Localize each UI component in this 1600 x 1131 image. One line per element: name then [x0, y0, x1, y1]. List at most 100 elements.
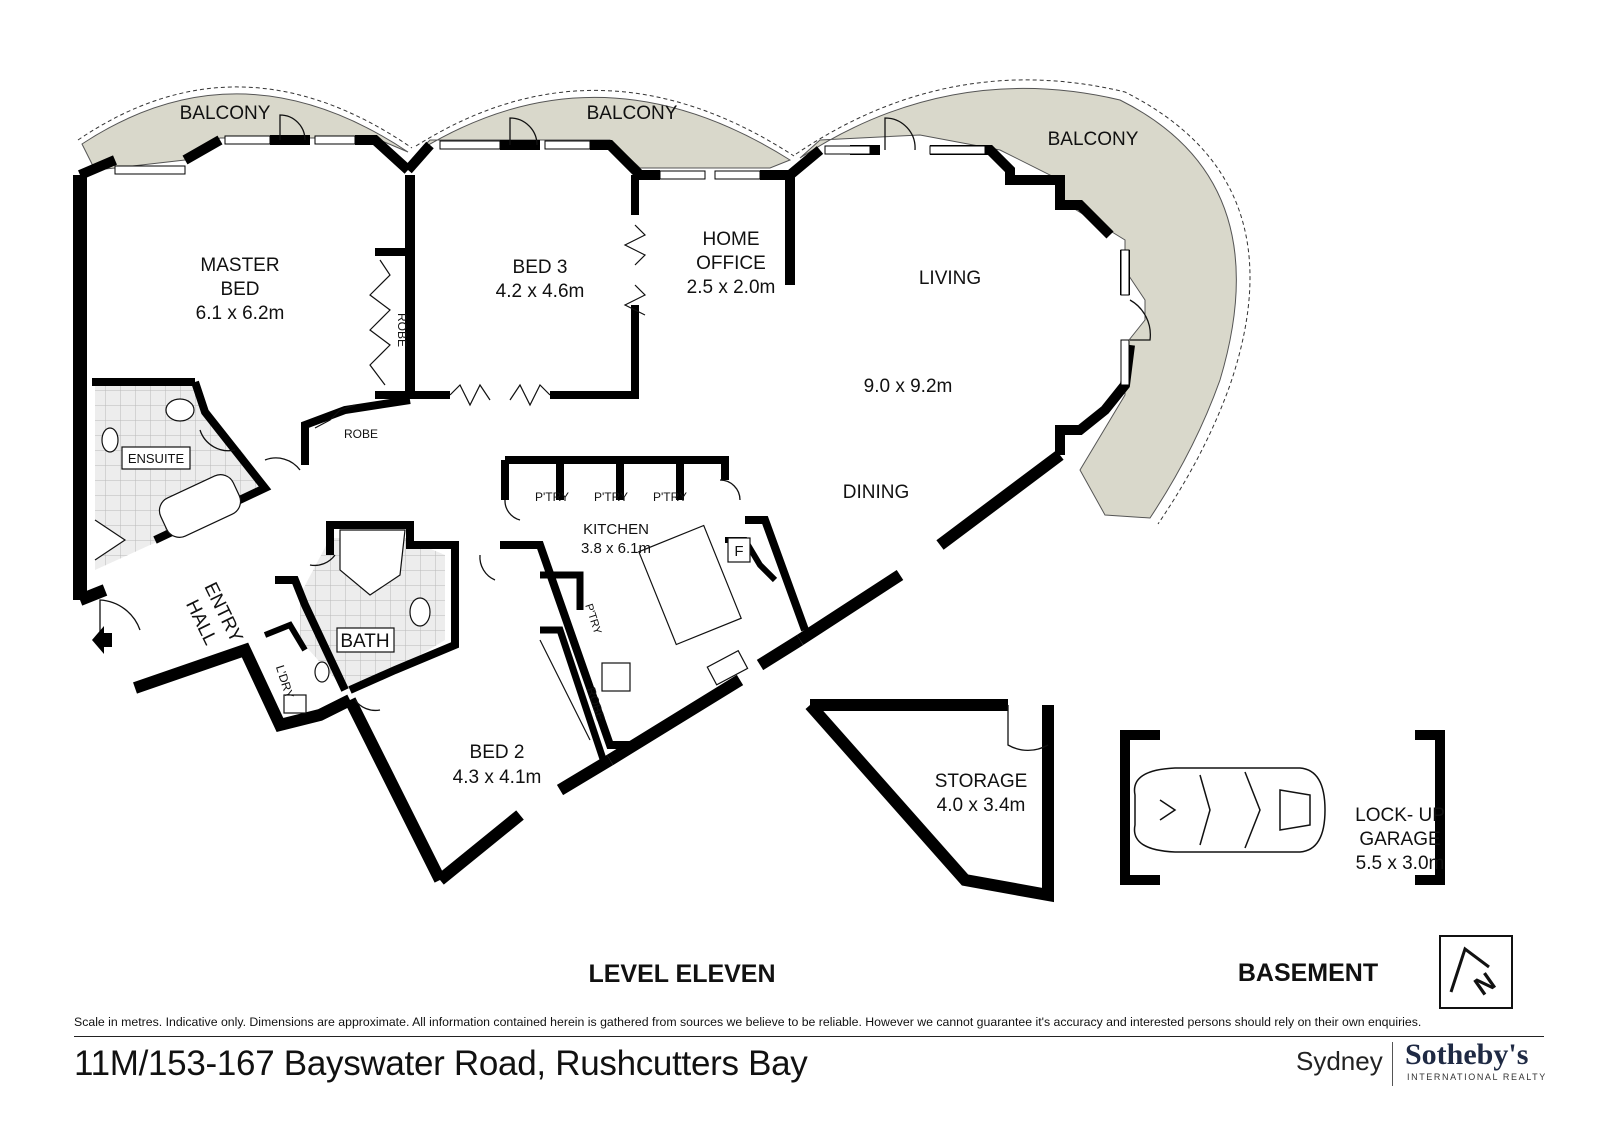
label-garage-2: GARAGE — [1359, 829, 1440, 850]
door-pantry-a — [504, 499, 521, 521]
door-living-balcony — [1129, 299, 1151, 341]
windows — [114, 135, 1130, 386]
label-office-2: OFFICE — [696, 253, 766, 274]
label-office-size: 2.5 x 2.0m — [687, 277, 776, 298]
door-entry — [99, 599, 141, 640]
door-bed2 — [354, 699, 381, 712]
garage-car — [1133, 767, 1326, 853]
property-address: 11M/153-167 Bayswater Road, Rushcutters … — [74, 1044, 808, 1083]
wall-storage — [805, 699, 1054, 903]
label-garage-size: 5.5 x 3.0m — [1356, 853, 1445, 874]
label-master-2: BED — [220, 279, 259, 300]
disclaimer: Scale in metres. Indicative only. Dimens… — [74, 1015, 1422, 1029]
label-fridge: F — [734, 543, 743, 560]
label-garage-1: LOCK- UP — [1355, 805, 1445, 826]
label-pantry-4: P'TRY — [582, 602, 603, 636]
wall-garage — [1120, 730, 1445, 885]
wall-master-top — [78, 135, 412, 180]
label-bed3-size: 4.2 x 4.6m — [496, 281, 585, 302]
label-pantry-2: P'TRY — [594, 490, 628, 504]
walls — [73, 135, 1445, 903]
doors — [99, 114, 1151, 752]
label-kitchen-size: 3.8 x 6.1m — [581, 540, 651, 557]
north-compass: N — [1439, 935, 1513, 1009]
label-robe-2: ROBE — [344, 427, 378, 441]
wall-dining-diagonal — [796, 450, 1064, 646]
cooktop — [601, 662, 631, 692]
door-master-entry — [264, 457, 301, 471]
label-laundry: L'DRY — [273, 663, 297, 700]
balcony-rail-1 — [77, 86, 413, 149]
label-dining: DINING — [843, 482, 910, 503]
door-ensuite — [199, 429, 236, 452]
door-kitchen — [479, 554, 496, 581]
shower-ensuite — [94, 519, 127, 561]
compass-letter: N — [1468, 966, 1501, 1001]
label-storage-size: 4.0 x 3.4m — [937, 795, 1026, 816]
label-storage: STORAGE — [935, 771, 1028, 792]
label-robe-1: ROBE — [395, 313, 409, 347]
wall-kitchen-pantry — [540, 571, 584, 610]
label-living-size: 9.0 x 9.2m — [864, 376, 953, 397]
wall-laundry-inner — [263, 621, 308, 652]
wall-pantries — [501, 456, 729, 500]
fridge-box — [727, 537, 751, 563]
wall-robe-2 — [301, 396, 411, 465]
wall-entry-left — [77, 584, 108, 606]
laundry-tub — [283, 694, 307, 714]
label-ensuite: ENSUITE — [128, 451, 185, 466]
ensuite-label-box — [121, 446, 191, 470]
shower-bath — [339, 529, 406, 596]
label-office-1: HOME — [703, 229, 760, 250]
basin-ensuite — [101, 427, 119, 453]
label-basement: BASEMENT — [1238, 959, 1378, 987]
brand-logo: Sotheby's — [1405, 1038, 1529, 1071]
label-level: LEVEL ELEVEN — [588, 960, 775, 988]
door-master — [279, 114, 306, 141]
toilet-ensuite — [165, 398, 195, 422]
wall-robe-3 — [540, 626, 609, 767]
label-balcony-2: BALCONY — [587, 103, 678, 124]
label-pantry-1: P'TRY — [535, 490, 569, 504]
kitchen-sink — [706, 649, 749, 686]
door-storage — [1007, 705, 1049, 752]
brand-subtitle: INTERNATIONAL REALTY — [1407, 1072, 1547, 1082]
sliding-doors — [314, 224, 647, 741]
label-pantry-3: P'TRY — [653, 490, 687, 504]
brand-city: Sydney — [1296, 1046, 1383, 1076]
label-master-size: 6.1 x 6.2m — [196, 303, 285, 324]
label-balcony-3: BALCONY — [1048, 129, 1139, 150]
wall-laundry — [133, 642, 353, 733]
bathtub — [158, 474, 242, 538]
wall-bath-left — [275, 576, 349, 692]
label-living: LIVING — [919, 268, 981, 289]
label-bed3: BED 3 — [513, 257, 568, 278]
wall-bed3-top — [404, 140, 790, 180]
wall-bed2-left — [344, 697, 446, 883]
wall-kitchen-left — [500, 541, 635, 749]
footer-divider — [74, 1036, 1544, 1037]
balcony-area-2 — [419, 96, 792, 169]
north-arrow-icon: N — [1449, 946, 1501, 1001]
wall-kitchen-diagonal — [606, 634, 804, 766]
kitchen-island — [638, 524, 742, 646]
balcony-area-3 — [799, 87, 1237, 519]
fixtures — [94, 398, 751, 714]
door-bed3 — [509, 117, 538, 146]
label-master-1: MASTER — [200, 255, 279, 276]
balcony-rail-3 — [795, 79, 1251, 525]
door-living — [884, 117, 916, 151]
wall-bed3-bottom — [410, 305, 639, 399]
bath-label-box — [336, 627, 395, 653]
label-bath: BATH — [340, 631, 389, 652]
toilet-bath — [409, 597, 431, 627]
label-bed2-size: 4.3 x 4.1m — [453, 767, 542, 788]
balconies — [77, 79, 1251, 525]
balcony-rail-2 — [415, 89, 795, 157]
entry-arrow-icon — [92, 626, 112, 654]
wall-bath — [326, 521, 459, 694]
label-bed2: BED 2 — [470, 742, 525, 763]
wall-kitchen-right — [745, 516, 809, 632]
label-kitchen: KITCHEN — [583, 521, 649, 538]
